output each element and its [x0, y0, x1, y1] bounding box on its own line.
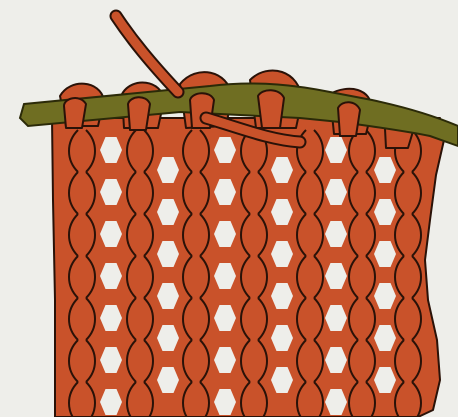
- knitted-fabric: [52, 118, 444, 417]
